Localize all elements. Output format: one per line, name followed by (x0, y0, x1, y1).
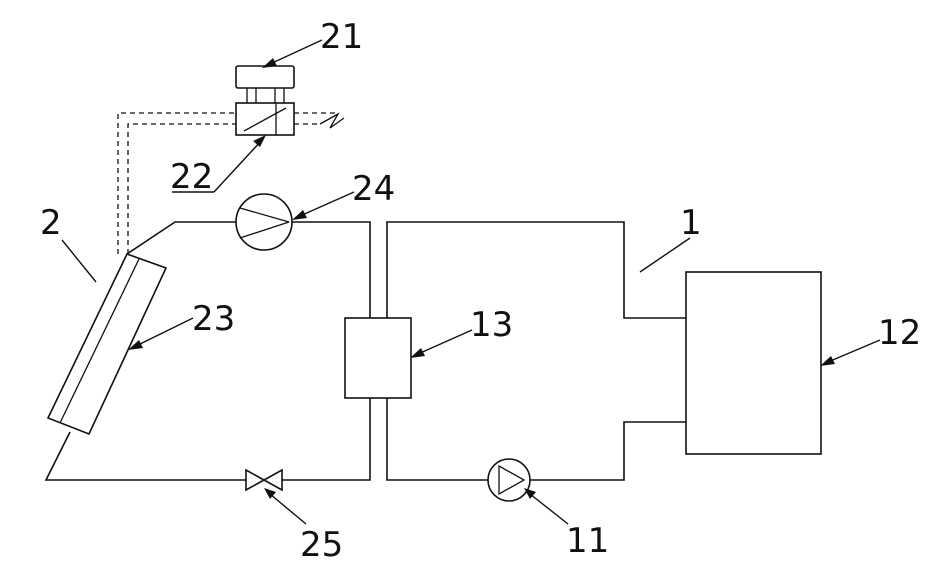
leader-13 (418, 330, 472, 354)
arrowhead-24 (292, 210, 307, 220)
leader-12 (828, 340, 880, 362)
pump-24-housing (236, 194, 292, 250)
label-25: 25 (300, 525, 343, 565)
leader-21 (270, 40, 322, 64)
collector-outer-body (48, 254, 166, 434)
label-24: 24 (352, 169, 395, 209)
power-symbol (320, 114, 344, 128)
heat-exchanger-13 (345, 318, 411, 398)
leader-24 (300, 192, 354, 216)
storage-tank-12 (686, 272, 821, 454)
circulation-pump-24 (236, 194, 292, 250)
arrowhead-13 (410, 348, 425, 358)
pipe-pump-24-to-exchanger (292, 222, 370, 318)
leader-2 (62, 240, 96, 282)
pipe-collector-to-pump-24 (127, 222, 236, 254)
reference-numerals: 21 22 2 23 24 1 13 12 25 11 (40, 17, 921, 565)
pipe-exchanger-to-tank-top (387, 222, 686, 318)
valve-25-right-wing (264, 470, 282, 490)
leader-22 (214, 140, 262, 192)
pump-24-vane-top (240, 208, 289, 222)
signal-lines (118, 113, 344, 254)
label-1: 1 (680, 203, 702, 243)
pump-11-triangle (499, 466, 524, 494)
valve-25-left-wing (246, 470, 264, 490)
controller-21-box (236, 66, 294, 88)
heat-exchanger-13-box (345, 318, 411, 398)
load-loop-1 (387, 222, 686, 480)
pipe-exchanger-to-pump-11 (387, 398, 488, 480)
pipe-pump-11-to-tank-bottom (530, 422, 686, 480)
leader-25 (270, 494, 306, 524)
leader-1 (640, 238, 690, 272)
actuator-22 (236, 103, 294, 135)
label-2: 2 (40, 203, 62, 243)
valve-25 (246, 470, 282, 490)
label-11: 11 (566, 521, 609, 561)
actuator-22-diagonal (244, 108, 286, 131)
label-12: 12 (878, 313, 921, 353)
circulation-pump-11 (488, 459, 530, 501)
leader-11 (530, 494, 568, 524)
label-13: 13 (470, 305, 513, 345)
label-22: 22 (170, 157, 213, 197)
solar-collector-23 (48, 254, 166, 434)
arrowhead-22 (253, 135, 266, 147)
leader-23 (136, 318, 193, 346)
arrowhead-12 (820, 356, 835, 366)
pipe-valve-25-to-collector (46, 432, 246, 480)
pipe-exchanger-to-valve-25 (282, 398, 370, 480)
collector-inner-plate (60, 259, 139, 423)
storage-tank-12-box (686, 272, 821, 454)
label-23: 23 (192, 299, 235, 339)
label-21: 21 (320, 17, 363, 57)
controller-21 (236, 66, 294, 103)
pump-24-vane-bottom (240, 222, 289, 238)
